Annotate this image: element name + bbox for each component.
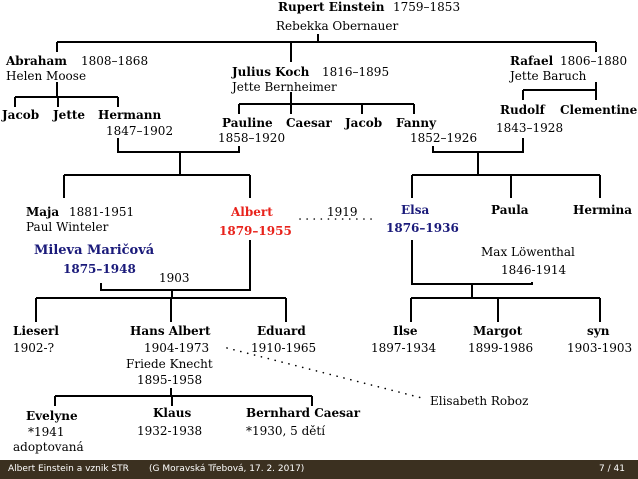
person-name: Rudolf — [500, 103, 545, 117]
elsa-years: 1876–1936 — [386, 221, 459, 235]
person-years: 1904-1973 — [144, 341, 210, 355]
albert-name: Albert — [231, 205, 273, 219]
person-name: Margot — [473, 324, 523, 338]
spouse-name: Max Löwenthal — [481, 245, 575, 259]
spouse-name: Paul Winteler — [26, 220, 109, 234]
person-name: Lieserl — [13, 324, 59, 338]
person-name: Klaus — [153, 406, 192, 420]
person-name: Julius Koch — [232, 65, 310, 79]
person-name: Pauline — [222, 116, 273, 130]
spouse-years: 1895-1958 — [137, 373, 203, 387]
person-years: 1899-1986 — [468, 341, 534, 355]
elsa-name: Elsa — [401, 203, 430, 217]
spouse-name: Jette Bernheimer — [232, 80, 337, 94]
person-years: 1932-1938 — [137, 424, 203, 438]
marriage-year: 1903 — [159, 271, 190, 285]
person-name: Rafael — [510, 54, 554, 68]
tree-lines — [14, 34, 601, 406]
person-name: Jacob — [345, 116, 383, 130]
person-name: Jacob — [2, 108, 40, 122]
person-years: 1847–1902 — [106, 124, 174, 138]
person-years: 1852–1926 — [410, 131, 478, 145]
person-name: Rupert Einstein — [278, 0, 385, 14]
person-name: Caesar — [286, 116, 332, 130]
person-name: Hermann — [98, 108, 162, 122]
person-years: 1897-1934 — [371, 341, 437, 355]
spouse-name: Elisabeth Roboz — [430, 394, 529, 408]
person-name: Clementine — [560, 103, 638, 117]
person-years: 1759–1853 — [393, 0, 461, 14]
person-years: 1910-1965 — [251, 341, 317, 355]
person-name: Bernhard Caesar — [246, 406, 361, 420]
person-years: *1941 — [28, 425, 65, 439]
person-name: syn — [587, 324, 610, 338]
person-name: Abraham — [6, 54, 67, 68]
spouse-name: Helen Moose — [6, 69, 87, 83]
person-years: *1930, 5 dětí — [246, 424, 326, 438]
person-years: 1843–1928 — [496, 121, 564, 135]
person-note: adoptovaná — [13, 440, 84, 454]
person-years: 1858–1920 — [218, 131, 286, 145]
person-name: Maja — [26, 205, 60, 219]
mileva-years: 1875–1948 — [63, 262, 136, 276]
person-name: Eduard — [257, 324, 306, 338]
person-name: Hermina — [573, 203, 633, 217]
spouse-name: Rebekka Obernauer — [276, 19, 399, 33]
page-number: 7 / 41 — [599, 464, 625, 474]
person-years: 1903-1903 — [567, 341, 633, 355]
person-name: Evelyne — [26, 409, 78, 423]
person-years: 1806–1880 — [560, 54, 628, 68]
slide-footer: Albert Einstein a vznik STR (G Moravská … — [0, 460, 638, 479]
person-years: 1902-? — [13, 341, 55, 355]
footer-title: Albert Einstein a vznik STR — [8, 464, 129, 474]
person-years: 1816–1895 — [322, 65, 390, 79]
footer-event: (G Moravská Třebová, 17. 2. 2017) — [149, 464, 305, 474]
spouse-years: 1846-1914 — [501, 263, 567, 277]
person-years: 1881-1951 — [69, 205, 135, 219]
person-name: Jette — [53, 108, 86, 122]
person-name: Paula — [491, 203, 529, 217]
spouse-name: Friede Knecht — [126, 357, 213, 371]
person-name: Hans Albert — [130, 324, 211, 338]
person-name: Ilse — [393, 324, 418, 338]
mileva-name: Mileva Maričová — [34, 243, 155, 258]
person-years: 1808–1868 — [81, 54, 149, 68]
albert-years: 1879–1955 — [219, 224, 292, 238]
marriage-year: 1919 — [327, 205, 358, 219]
person-name: Fanny — [396, 116, 437, 130]
spouse-name: Jette Baruch — [510, 69, 587, 83]
